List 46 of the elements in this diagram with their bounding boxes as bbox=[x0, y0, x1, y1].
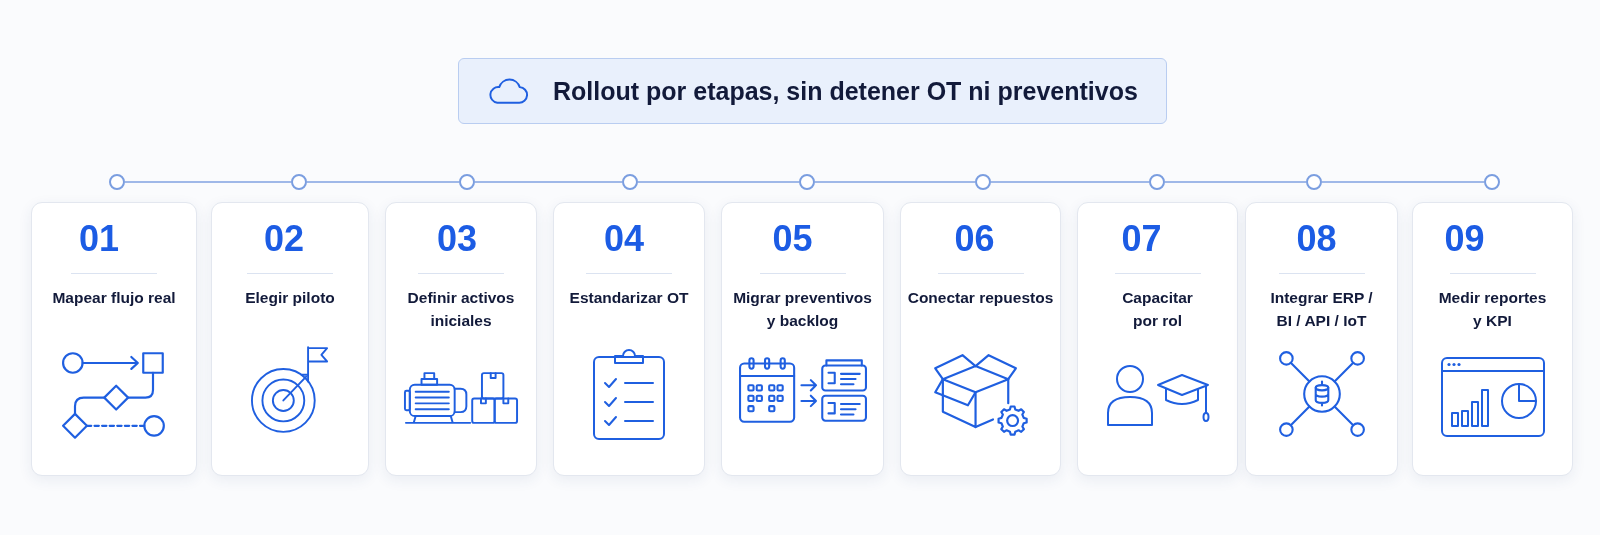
step-title: Elegir piloto bbox=[244, 288, 336, 308]
step-number: 05 bbox=[772, 219, 813, 259]
timeline-dot-icon bbox=[1306, 174, 1322, 190]
timeline-line bbox=[1321, 181, 1485, 183]
timeline-line bbox=[306, 181, 460, 183]
timeline-line bbox=[637, 181, 800, 183]
timeline-dot-icon bbox=[1149, 174, 1165, 190]
timeline-dot-icon bbox=[975, 174, 991, 190]
step-title: Integrar ERP / BI / API / IoT bbox=[1269, 288, 1374, 331]
step-card bbox=[553, 202, 705, 476]
step-title: Capacitar por rol bbox=[1121, 288, 1194, 331]
timeline-dot-icon bbox=[799, 174, 815, 190]
timeline-dot-icon bbox=[1484, 174, 1500, 190]
step-card bbox=[721, 202, 884, 476]
step-title: Migrar preventivos y backlog bbox=[732, 288, 873, 331]
timeline-line bbox=[814, 181, 976, 183]
step-card bbox=[211, 202, 369, 476]
step-number: 02 bbox=[263, 219, 304, 259]
step-card bbox=[1077, 202, 1238, 476]
step-number: 06 bbox=[954, 219, 995, 259]
timeline-dot-icon bbox=[291, 174, 307, 190]
step-card bbox=[385, 202, 537, 476]
step-title: Definir activos iniciales bbox=[407, 288, 515, 331]
step-title: Medir reportes y KPI bbox=[1438, 288, 1547, 331]
timeline-dot-icon bbox=[459, 174, 475, 190]
timeline-line bbox=[1164, 181, 1307, 183]
step-number: 04 bbox=[603, 219, 644, 259]
step-card bbox=[1412, 202, 1573, 476]
step-number: 03 bbox=[436, 219, 477, 259]
timeline-dot-icon bbox=[622, 174, 638, 190]
step-card bbox=[1245, 202, 1398, 476]
step-title: Mapear flujo real bbox=[51, 288, 177, 308]
step-number: 01 bbox=[78, 219, 119, 259]
step-number: 09 bbox=[1444, 219, 1485, 259]
timeline-line bbox=[474, 181, 623, 183]
step-number: 08 bbox=[1296, 219, 1337, 259]
step-title: Estandarizar OT bbox=[569, 288, 689, 308]
timeline-line bbox=[990, 181, 1150, 183]
timeline-line bbox=[124, 181, 292, 183]
header-banner bbox=[458, 58, 1167, 124]
step-number: 07 bbox=[1121, 219, 1162, 259]
step-card bbox=[900, 202, 1061, 476]
step-title: Conectar repuestos bbox=[907, 288, 1054, 308]
step-card bbox=[31, 202, 197, 476]
timeline-dot-icon bbox=[109, 174, 125, 190]
banner-heading: Rollout por etapas, sin detener OT ni preventivos bbox=[553, 76, 1138, 106]
